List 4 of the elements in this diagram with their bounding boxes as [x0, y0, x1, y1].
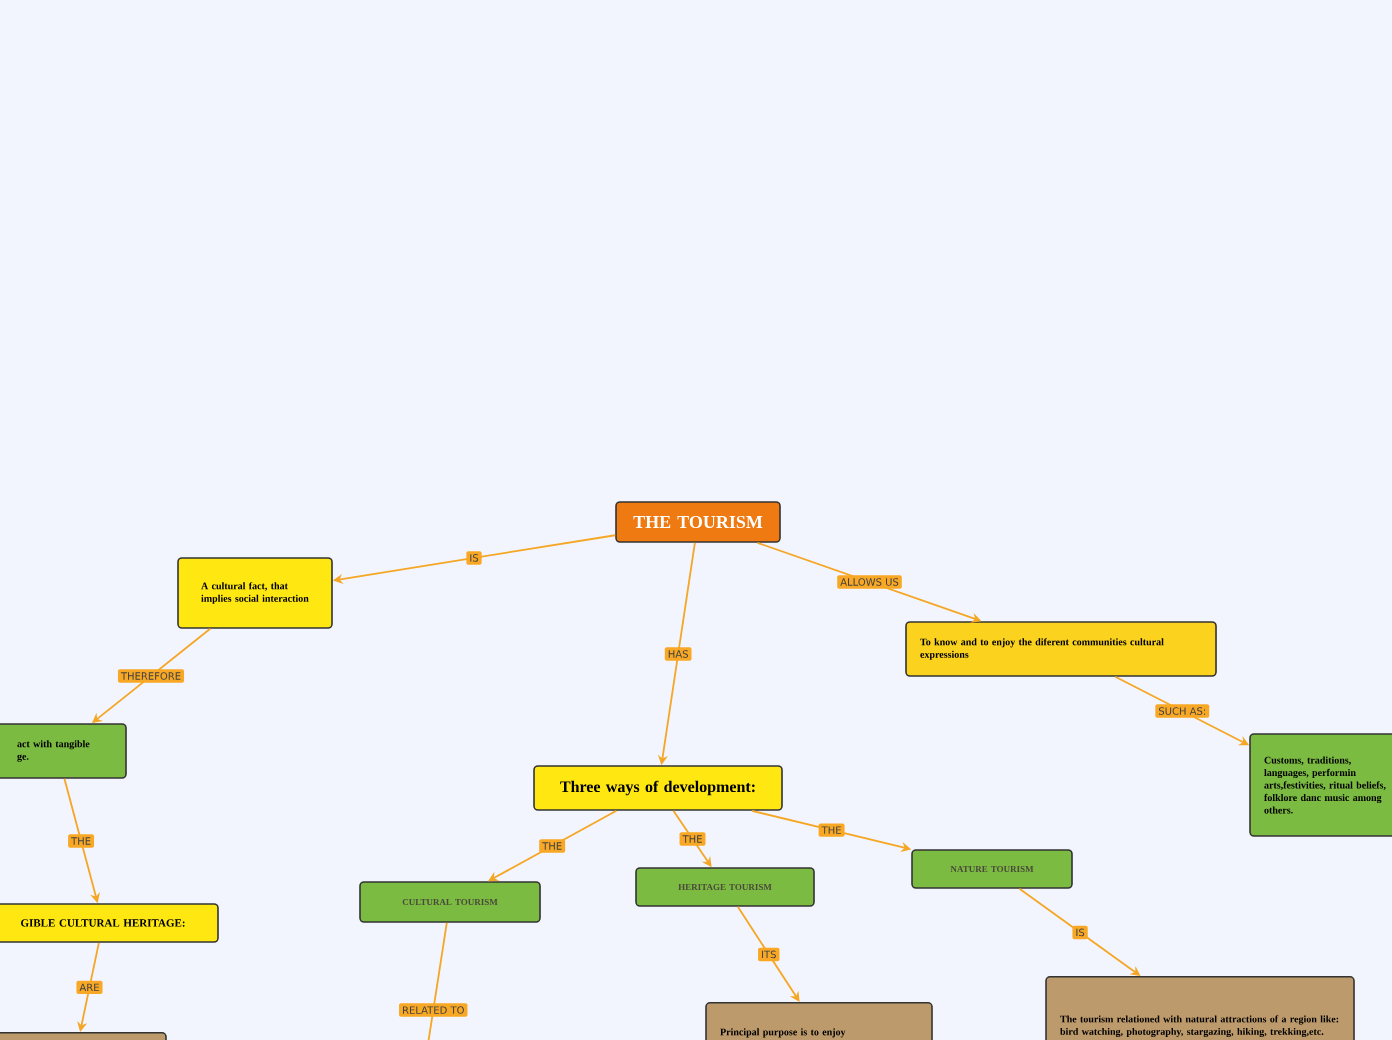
title-box: THE TOURISM	[615, 501, 781, 543]
arrow	[736, 905, 800, 1002]
concept-box	[0, 1032, 167, 1040]
concept-box: Three ways of development:	[533, 765, 783, 811]
